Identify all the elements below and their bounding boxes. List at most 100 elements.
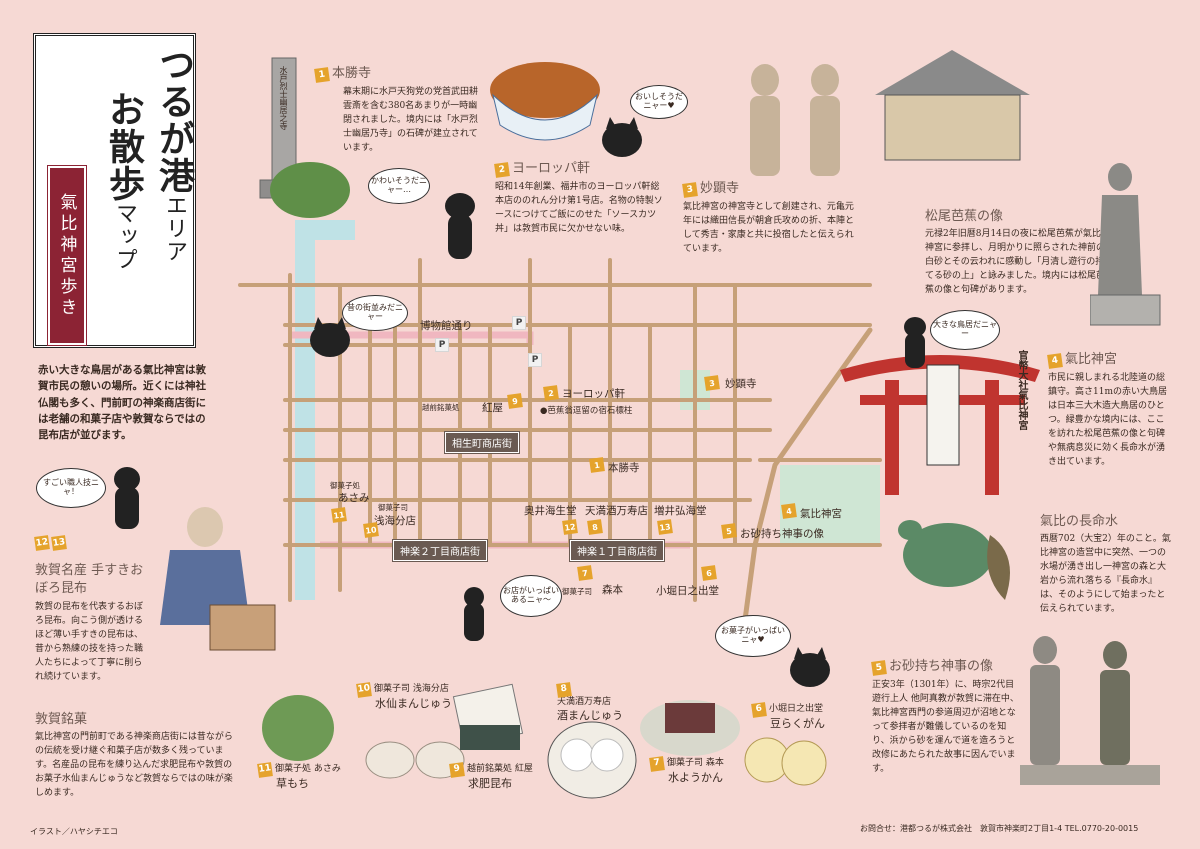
product-shop: 小堀日之出堂 — [769, 704, 824, 715]
spot-number: 12 — [34, 535, 50, 551]
map-label-europe: ヨーロッパ軒 — [562, 388, 625, 400]
spot-meika: 敦賀銘菓 氣比神宮の門前町である神楽商店街には昔ながらの伝統を受け継ぐ和菓子店が… — [35, 708, 240, 801]
cat-icon — [464, 587, 484, 641]
map-pin-7[interactable]: 7 — [577, 565, 593, 581]
parking-icon: P — [435, 338, 449, 352]
map-pin-11[interactable]: 11 — [331, 507, 347, 523]
spot-title: ヨーロッパ軒 — [512, 161, 591, 176]
spot-title: 氣比神宮 — [1065, 352, 1118, 367]
canal — [295, 220, 315, 600]
map-label-basho: ●芭蕉翁逗留の宿石標柱 — [540, 406, 633, 416]
map-label-tenka: 天満酒万寿店 — [585, 505, 648, 517]
spot-title: 本勝寺 — [332, 66, 372, 81]
title-box: 氣比神宮歩き つるが港エリア お散歩マップ — [33, 33, 196, 348]
map-pin-2[interactable]: 2 — [543, 385, 559, 401]
temple-building-icon — [875, 50, 1030, 161]
map-label-kobori: 小堀日之出堂 — [656, 585, 719, 597]
title-line2-a: お散歩 — [103, 91, 145, 202]
map-pin-8[interactable]: 8 — [587, 519, 603, 535]
map-pin-1[interactable]: 1 — [589, 457, 605, 473]
map-pin-12[interactable]: 12 — [562, 519, 578, 535]
spot-title: 妙顕寺 — [700, 181, 740, 196]
speech-bubble: お菓子がいっぱいニャ♥ — [715, 615, 791, 657]
illustrator-credit: イラスト／ハヤシチエコ — [30, 827, 118, 836]
product-number: 8 — [556, 682, 572, 698]
mame-rakugan-icon — [744, 737, 827, 786]
map-label-asamibunten-sub: 御菓子司 — [378, 503, 408, 512]
spot-text: 氣比神宮の神宮寺として創建され、元亀元年には織田信長が朝倉氏攻めの折、本陣として… — [683, 202, 855, 254]
street-kagura2: 神楽２丁目商店街 — [392, 539, 488, 562]
map-pin-9[interactable]: 9 — [507, 393, 523, 409]
product-name: 求肥昆布 — [468, 777, 512, 790]
product-number: 7 — [649, 756, 665, 772]
map-label-honshoji: 本勝寺 — [608, 462, 640, 474]
map-pin-3[interactable]: 3 — [704, 375, 720, 391]
product-shop: 御菓子司 浅海分店 — [374, 684, 449, 695]
torii-gate-icon — [840, 355, 1040, 495]
product-shop: 御菓子司 森本 — [667, 758, 724, 769]
speech-bubble: 大きな鳥居だニャー — [930, 310, 1000, 350]
spot-title: 氣比の長命水 — [1040, 514, 1119, 529]
canal-top — [295, 220, 355, 240]
spot-text: 市民に親しまれる北陸道の総鎮守。高さ11mの赤い大鳥居は日本三大木造大鳥居のひと… — [1048, 373, 1167, 467]
stone-sign: 水戸烈士幽居之寺 — [279, 66, 288, 130]
spot-number: 5 — [871, 660, 887, 676]
spot-basho: 松尾芭蕉の像 元禄2年旧暦8月14日の夜に松尾芭蕉が氣比神宮に参拝し、月明かりに… — [925, 205, 1105, 298]
gyuhi-kombu-icon — [452, 683, 524, 750]
map-pin-4[interactable]: 4 — [781, 503, 797, 519]
product-number: 9 — [449, 762, 465, 778]
kombu-craftsman-icon — [160, 507, 276, 651]
spot-number: 3 — [682, 182, 698, 198]
cat-icon — [445, 193, 475, 259]
map-pin-10[interactable]: 10 — [363, 522, 379, 538]
street-aioi: 相生町商店街 — [444, 431, 520, 454]
product-number: 11 — [257, 762, 273, 778]
map-pin-5[interactable]: 5 — [721, 523, 737, 539]
map-label-asami: あさみ — [338, 492, 370, 504]
map-pin-13[interactable]: 13 — [657, 519, 673, 535]
map-label-morimoto: 森本 — [602, 584, 623, 596]
speech-bubble: 昔の街並みだニャー — [342, 295, 408, 331]
sake-manju-icon — [547, 721, 637, 799]
spot-title: 敦賀名産 手すきおぼろ昆布 — [35, 563, 144, 596]
spot-text: 氣比神宮の門前町である神楽商店街には昔ながらの伝統を受け継ぐ和菓子店が数多く残っ… — [35, 732, 233, 798]
cat-icon — [114, 467, 140, 529]
cat-icon — [904, 317, 926, 368]
product-shop: 御菓子処 あさみ — [275, 764, 341, 775]
map-label-masui: 増井弘海堂 — [654, 505, 707, 517]
map-label-asami-sub: 御菓子処 — [330, 481, 360, 490]
spot-text: 幕末期に水戸天狗党の党首武田耕雲斎を含む380名あまりが一時幽閉されました。境内… — [343, 87, 479, 153]
title-line2: お散歩マップ — [98, 91, 150, 271]
product-shop: 越前銘菓処 紅屋 — [467, 764, 533, 775]
katsudon-bowl-icon — [490, 62, 600, 141]
map-label-asamibunten: 浅海分店 — [374, 515, 416, 527]
map-pin-6[interactable]: 6 — [701, 565, 717, 581]
product-name: 水仙まんじゅう — [375, 697, 452, 710]
title-line1-b: エリア — [162, 194, 187, 263]
map-label-benya-sub: 越前銘菓処 — [422, 403, 460, 412]
spot-text: 敦賀の昆布を代表するおぼろ昆布。向こう側が透けるほど薄い手すきの昆布は、昔から熟… — [35, 602, 144, 682]
turtle-fountain-icon — [898, 520, 1010, 600]
street-hakubutsukan: 博物館通り — [420, 320, 473, 332]
spot-number: 2 — [494, 162, 510, 178]
spot-title: 敦賀銘菓 — [35, 712, 88, 727]
title-line1-a: つるが港 — [153, 46, 195, 194]
torii-sign: 官幣大社氣比神宮 — [1016, 350, 1027, 430]
speech-bubble: すごい職人技ニャ！ — [36, 468, 106, 508]
nio-statues-icon — [750, 64, 840, 176]
contact-info: お問合せ：港都つるが株式会社 敦賀市神楽町2丁目1-4 TEL.0770-20-… — [860, 824, 1139, 833]
spot-number: 4 — [1047, 353, 1063, 369]
cat-icon — [310, 317, 350, 357]
cat-icon — [602, 117, 642, 157]
parking-icon: P — [528, 353, 542, 367]
product-name: 豆らくがん — [770, 717, 825, 730]
map-label-okui: 奥井海生堂 — [524, 505, 577, 517]
